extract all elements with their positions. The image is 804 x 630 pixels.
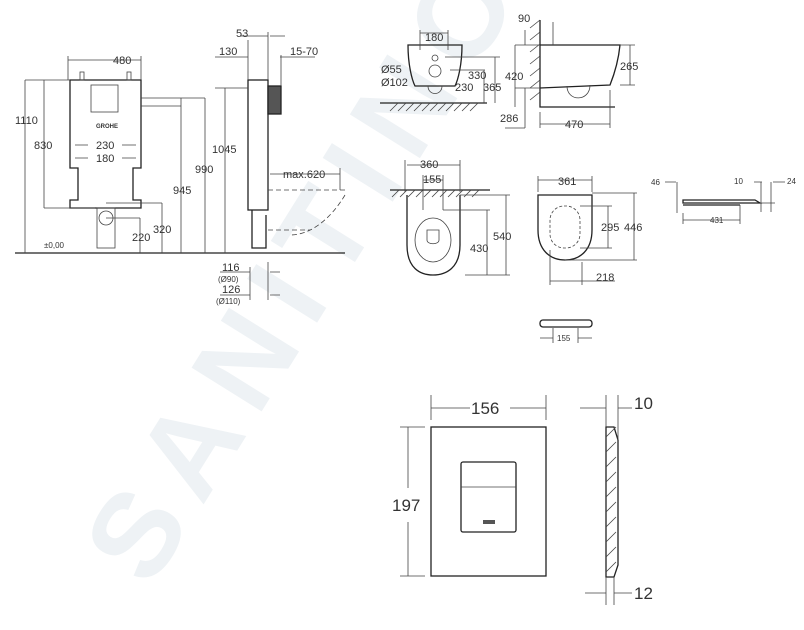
dim-431: 431 <box>710 216 724 225</box>
dim-830: 830 <box>34 140 52 152</box>
dim-116: 116 <box>222 262 240 274</box>
dim-90: 90 <box>518 13 530 25</box>
seat-side-view: 46 10 24 431 <box>651 177 796 225</box>
dim-365: 365 <box>483 82 501 94</box>
seat-hinge-view: 155 <box>539 319 593 343</box>
dim-218: 218 <box>596 272 614 284</box>
dim-945: 945 <box>173 185 191 197</box>
dim-max620: max.620 <box>283 169 325 181</box>
dim-1045: 1045 <box>212 144 236 156</box>
dim-360: 360 <box>420 159 438 171</box>
frame-side-view: 53 130 15-70 1045 max.620 116 (Ø90) 126 … <box>212 28 346 306</box>
bowl-rear-view: 180 Ø55 Ø102 330 230 365 <box>380 30 501 112</box>
dim-220: 220 <box>132 232 150 244</box>
dim-330: 330 <box>468 70 486 82</box>
dim-540: 540 <box>493 231 511 243</box>
dim-180-rear: 180 <box>425 32 443 44</box>
dim-230: 230 <box>96 140 114 152</box>
dim-12: 12 <box>634 584 653 603</box>
bowl-plan-view: 360 155 540 430 <box>390 159 511 276</box>
grohe-logo: GROHE <box>96 124 118 130</box>
dim-126: 126 <box>222 284 240 296</box>
dim-o55: Ø55 <box>381 64 402 76</box>
dim-130: 130 <box>219 46 237 58</box>
dim-46: 46 <box>651 178 660 187</box>
dim-10-seat: 10 <box>734 177 743 186</box>
dim-180: 180 <box>96 153 114 165</box>
dim-420: 420 <box>505 71 523 83</box>
dim-230-rear: 230 <box>455 82 473 94</box>
dim-197: 197 <box>392 496 420 515</box>
dim-446: 446 <box>624 222 642 234</box>
dim-1110: 1110 <box>15 115 38 127</box>
flush-plate-view: 156 197 <box>392 395 547 577</box>
dim-155-plan: 155 <box>423 174 441 186</box>
dim-990: 990 <box>195 164 213 176</box>
watermark: SANITINO <box>58 0 552 604</box>
bowl-side-view: 90 420 286 265 470 <box>500 13 638 131</box>
dim-480: 480 <box>113 55 131 67</box>
dim-430: 430 <box>470 243 488 255</box>
dim-o90: (Ø90) <box>218 275 239 284</box>
dim-295: 295 <box>601 222 619 234</box>
level-mark: ±0,00 <box>44 241 65 250</box>
dim-156: 156 <box>471 399 499 418</box>
dim-265: 265 <box>620 61 638 73</box>
dim-286: 286 <box>500 113 518 125</box>
dim-470: 470 <box>565 119 583 131</box>
dim-155-hinge: 155 <box>557 334 571 343</box>
dim-361: 361 <box>558 176 576 188</box>
dim-o110: (Ø110) <box>216 297 241 306</box>
frame-front-view: GROHE 480 1110 830 230 180 990 945 320 2… <box>15 55 345 254</box>
dim-o102: Ø102 <box>381 77 408 89</box>
dim-24: 24 <box>787 177 796 186</box>
dim-15-70: 15-70 <box>290 46 318 58</box>
dim-10-plate: 10 <box>634 394 653 413</box>
seat-plan-view: 361 295 446 218 <box>537 176 642 285</box>
dim-53: 53 <box>236 28 248 40</box>
dim-320: 320 <box>153 224 171 236</box>
flush-plate-side-view: 10 12 <box>580 394 653 605</box>
